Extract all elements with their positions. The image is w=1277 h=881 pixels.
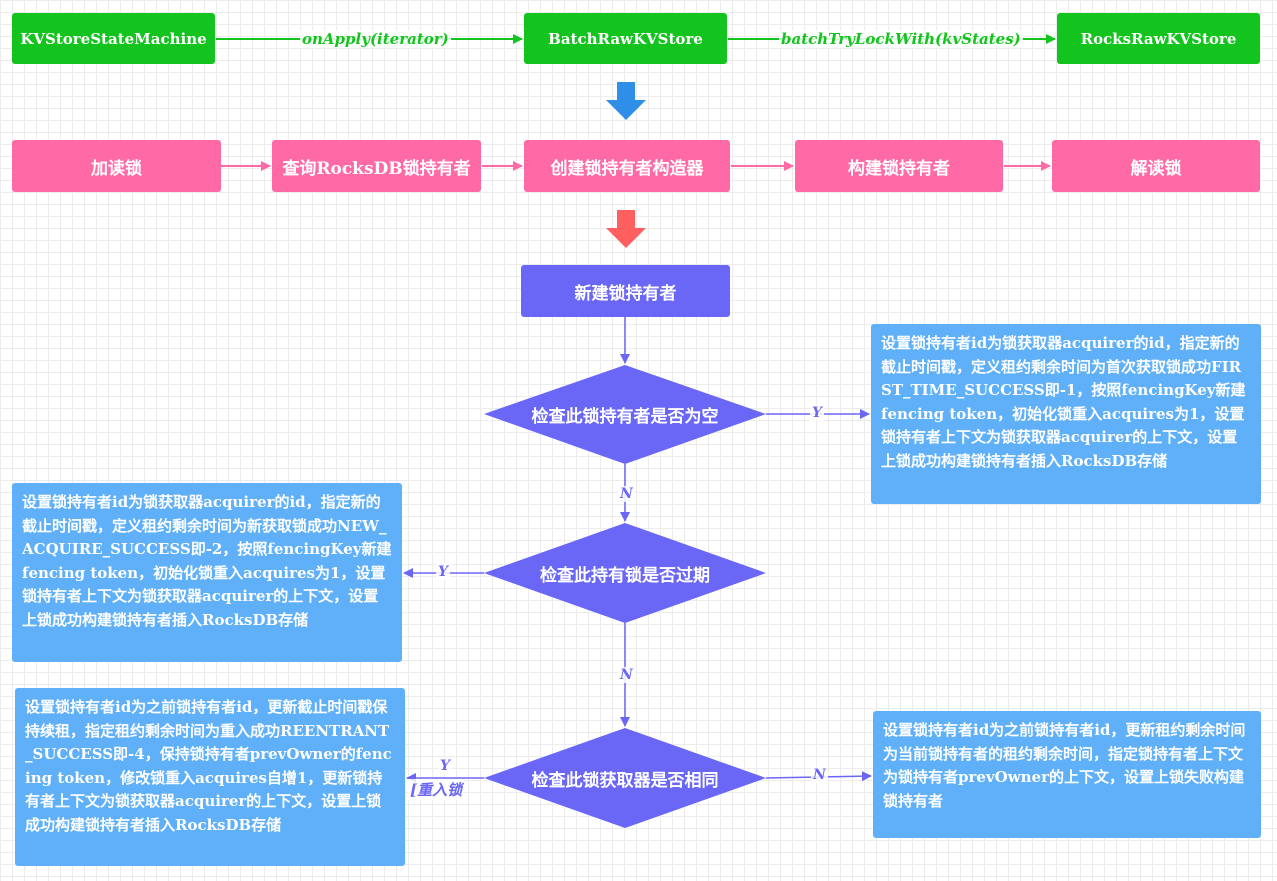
- check-expired-label: 检查此持有锁是否过期: [540, 565, 710, 586]
- kv-store-state-machine-box: KVStoreStateMachine: [12, 13, 215, 64]
- expired-no-label: N: [618, 667, 635, 683]
- batch-try-lock-label: batchTryLockWith(kvStates): [779, 30, 1023, 48]
- new-lock-holder-box: 新建锁持有者: [521, 265, 730, 317]
- same-no-label: N: [811, 767, 828, 783]
- empty-no-label: N: [618, 486, 635, 502]
- diamond-check-empty: [484, 365, 766, 464]
- note-new-acquire-success: 设置锁持有者id为锁获取器acquirer的id，指定新的截止时间戳，定义租约剩…: [12, 483, 402, 662]
- note-lock-fail: 设置锁持有者id为之前锁持有者id，更新租约剩余时间为当前锁持有者的租约剩余时间…: [873, 711, 1261, 838]
- down-arrow-blue-icon: [606, 82, 646, 120]
- check-empty-label: 检查此锁持有者是否为空: [531, 406, 719, 427]
- release-read-lock-box: 解读锁: [1052, 140, 1260, 192]
- batch-raw-kv-store-box: BatchRawKVStore: [524, 13, 727, 64]
- diamond-check-expired: [484, 523, 766, 623]
- check-same-label: 检查此锁获取器是否相同: [531, 770, 719, 791]
- down-arrow-red-icon: [606, 210, 646, 248]
- note-first-time-success: 设置锁持有者id为锁获取器acquirer的id，指定新的截止时间戳，定义租约剩…: [871, 324, 1261, 504]
- build-holder-box: 构建锁持有者: [795, 140, 1003, 192]
- same-yes-label: Y: [438, 758, 452, 774]
- empty-yes-label: Y: [810, 405, 824, 421]
- expired-yes-label: Y: [436, 564, 450, 580]
- create-holder-builder-box: 创建锁持有者构造器: [524, 140, 730, 192]
- rocks-raw-kv-store-box: RocksRawKVStore: [1057, 13, 1260, 64]
- on-apply-label: onApply(iterator): [300, 30, 451, 48]
- reentrant-label: [重入锁: [408, 779, 465, 800]
- diamond-check-same: [484, 728, 766, 828]
- note-reentrant-success: 设置锁持有者id为之前锁持有者id，更新截止时间戳保持续租，指定租约剩余时间为重…: [15, 688, 405, 866]
- add-read-lock-box: 加读锁: [12, 140, 221, 192]
- query-rocksdb-holder-box: 查询RocksDB锁持有者: [272, 140, 481, 192]
